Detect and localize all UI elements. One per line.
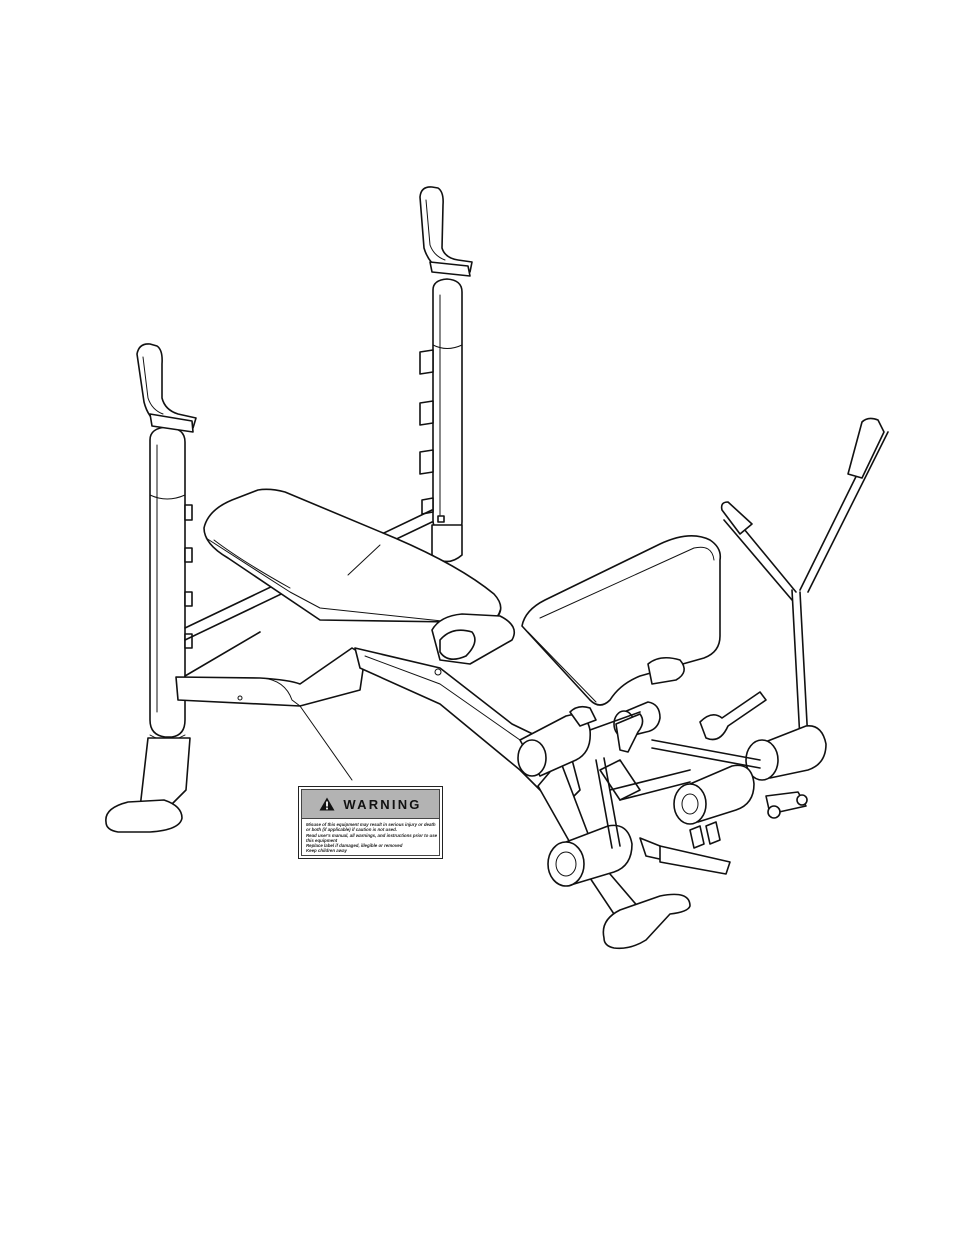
warning-label: WARNING Misuse of this equipment may res…: [298, 786, 443, 859]
warning-triangle-icon: [319, 797, 335, 811]
bar-catch-left: [137, 344, 196, 432]
warning-line: Keep children away: [306, 848, 435, 853]
roller-pad-lower-left: [548, 825, 632, 886]
rear-upright-right: [420, 279, 462, 562]
label-leader-line: [300, 706, 352, 780]
front-upright-left: [106, 427, 192, 832]
leg-developer-arm: [722, 418, 888, 742]
warning-label-frame: WARNING Misuse of this equipment may res…: [301, 789, 440, 856]
front-base-bar: [176, 648, 371, 706]
seat-hinge: [432, 614, 514, 675]
warning-body: Misuse of this equipment may result in s…: [302, 819, 439, 854]
warning-title: WARNING: [343, 797, 421, 812]
bar-catch-right: [420, 187, 472, 276]
backrest-pad: [522, 536, 720, 705]
warning-header: WARNING: [302, 790, 439, 819]
roller-pad-upper-right: [746, 726, 826, 780]
roller-pad-lower-right: [674, 765, 754, 824]
